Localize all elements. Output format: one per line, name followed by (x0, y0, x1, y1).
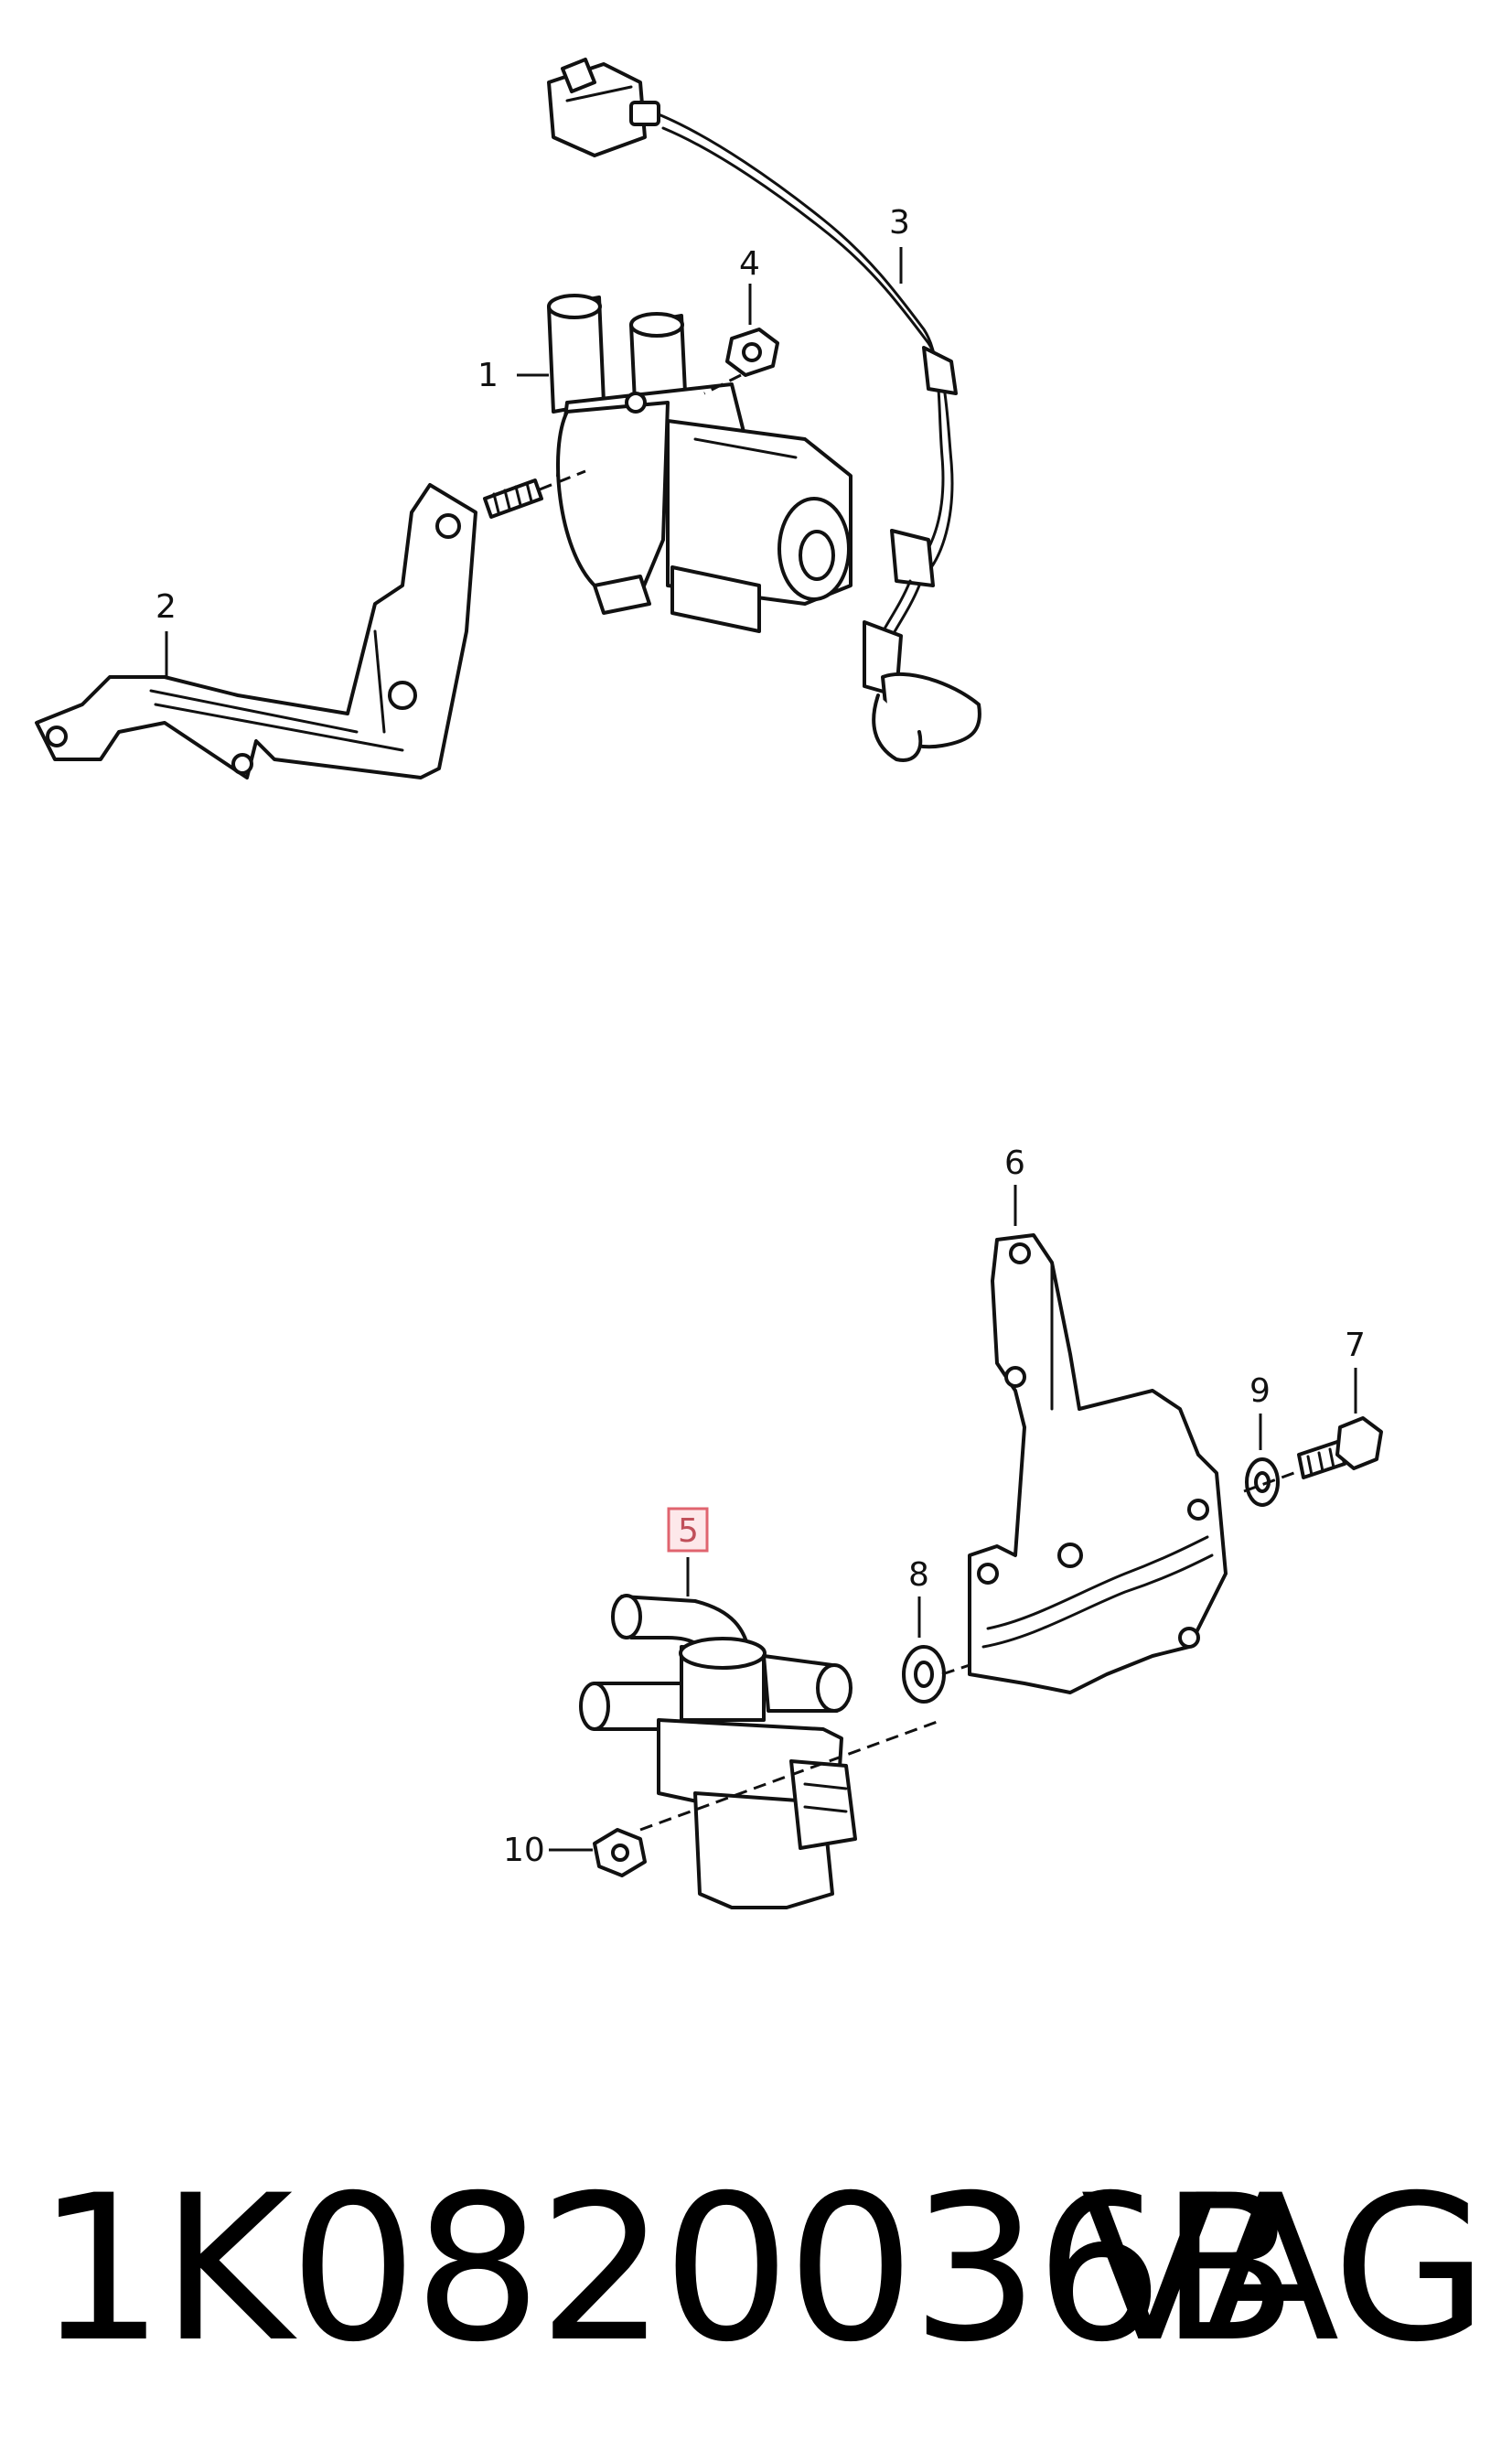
lower-assembly: 5 6 7 8 9 10 (503, 1145, 1383, 1909)
wiring-harness (657, 113, 981, 762)
upper-assembly: 1 2 3 4 (35, 58, 981, 779)
washer-upper (1245, 1457, 1280, 1507)
valve-mounting-bracket (968, 1233, 1228, 1694)
callout-10: 10 (503, 1832, 545, 1869)
callout-3: 3 (889, 204, 910, 242)
part-number: 1K0820036B (37, 2152, 1298, 2386)
callout-8: 8 (908, 1556, 929, 1594)
brand-label: VAG (1080, 2152, 1488, 2386)
callout-4: 4 (739, 245, 760, 283)
auxiliary-coolant-valve (547, 294, 853, 633)
hex-nut-lower (593, 1828, 647, 1877)
hex-nut (703, 328, 779, 395)
hex-bolt (1243, 1416, 1383, 1493)
callout-7: 7 (1345, 1327, 1366, 1364)
coolant-shutoff-valve (579, 1594, 943, 1909)
harness-connector-plug (547, 58, 660, 157)
parts-diagram: 1 2 3 4 (35, 58, 1383, 1909)
washer (902, 1645, 970, 1704)
callout-5-highlight (667, 1507, 709, 1553)
callout-9: 9 (1249, 1372, 1271, 1410)
callout-6: 6 (1004, 1145, 1025, 1182)
mounting-bolt (483, 469, 586, 519)
valve-bracket (35, 483, 477, 779)
callout-1: 1 (477, 357, 499, 394)
callout-5: 5 (678, 1512, 699, 1550)
part-info-footer: 1K0820036B VAG (0, 2132, 1512, 2406)
callout-2: 2 (155, 588, 177, 626)
